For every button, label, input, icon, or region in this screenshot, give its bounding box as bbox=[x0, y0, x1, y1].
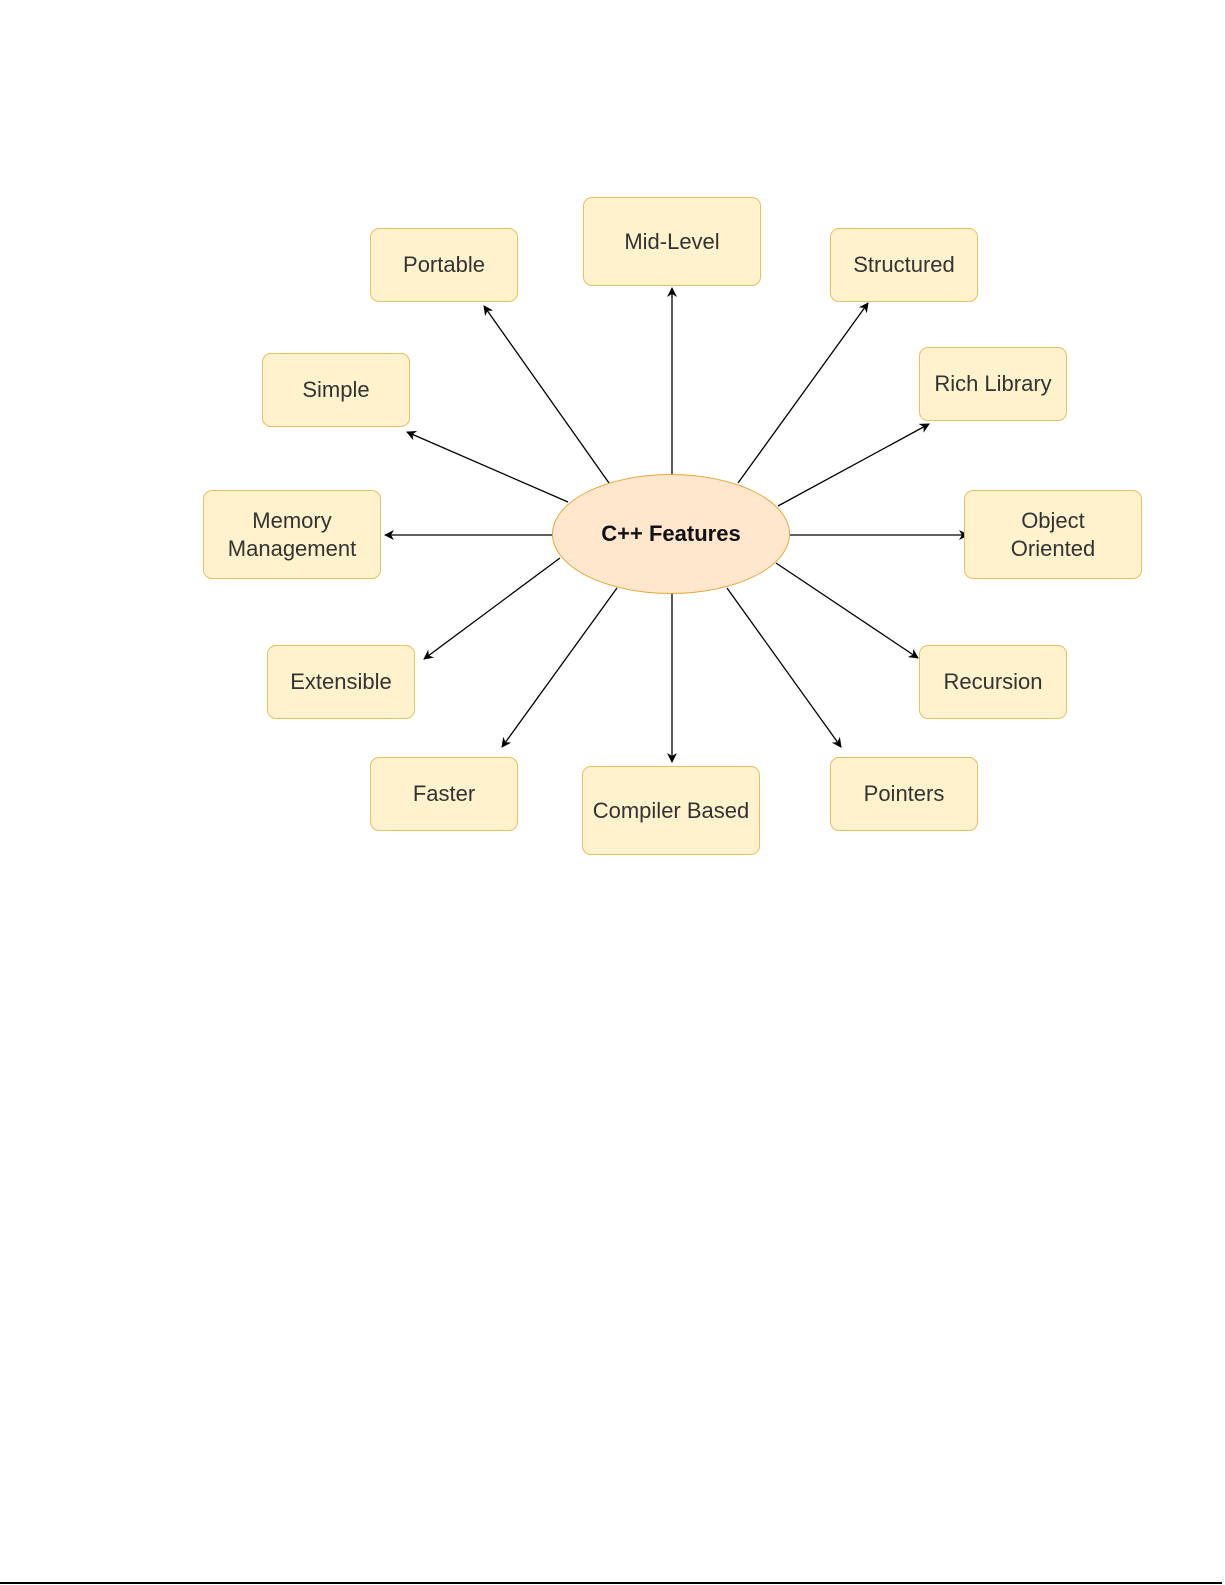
node-faster: Faster bbox=[370, 757, 518, 831]
arrow-to-recursion bbox=[775, 562, 919, 659]
node-label: Portable bbox=[403, 252, 485, 277]
node-memory-management: Memory Management bbox=[203, 490, 381, 579]
node-portable: Portable bbox=[370, 228, 518, 302]
node-label: Rich Library bbox=[934, 371, 1052, 396]
node-label: Object Oriented bbox=[1010, 507, 1096, 561]
arrow-to-rich-library bbox=[777, 423, 930, 507]
node-mid-level: Mid-Level bbox=[583, 197, 761, 286]
node-recursion: Recursion bbox=[919, 645, 1067, 719]
node-label: Faster bbox=[412, 781, 476, 806]
node-label: Mid-Level bbox=[624, 228, 720, 254]
arrow-to-structured bbox=[737, 302, 869, 484]
center-label: C++ Features bbox=[601, 521, 741, 546]
node-label: Memory Management bbox=[227, 507, 357, 561]
node-rich-library: Rich Library bbox=[919, 347, 1067, 421]
node-compiler-based: Compiler Based bbox=[582, 766, 760, 855]
arrow-to-extensible bbox=[423, 557, 561, 660]
node-extensible: Extensible bbox=[267, 645, 415, 719]
center-node: C++ Features bbox=[552, 474, 790, 594]
arrow-to-simple bbox=[406, 431, 569, 503]
arrow-to-portable bbox=[483, 305, 610, 484]
node-label: Extensible bbox=[290, 669, 392, 694]
page-bottom-rule bbox=[0, 1582, 1222, 1584]
node-label: Simple bbox=[302, 377, 370, 402]
node-pointers: Pointers bbox=[830, 757, 978, 831]
arrow-to-faster bbox=[501, 587, 618, 748]
node-simple: Simple bbox=[262, 353, 410, 427]
node-label: Compiler Based bbox=[592, 797, 750, 823]
arrow-to-pointers bbox=[726, 587, 842, 748]
node-object-oriented: Object Oriented bbox=[964, 490, 1142, 579]
node-structured: Structured bbox=[830, 228, 978, 302]
node-label: Recursion bbox=[943, 669, 1043, 694]
node-label: Structured bbox=[853, 252, 955, 277]
node-label: Pointers bbox=[863, 781, 945, 806]
